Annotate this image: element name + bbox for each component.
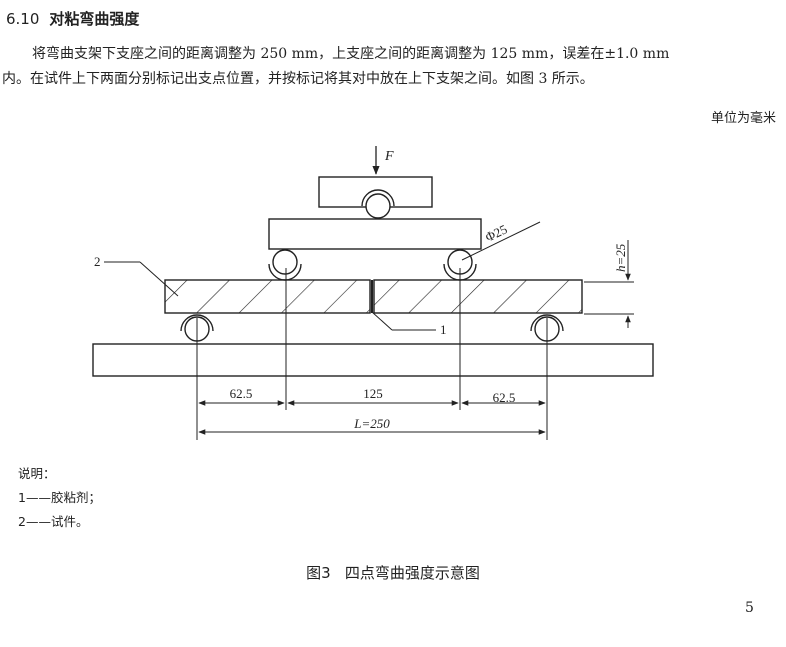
paragraph-line-1: 将弯曲支架下支座之间的距离调整为 250 mm，上支座之间的距离调整为 125 … — [32, 46, 670, 62]
body-paragraph: 将弯曲支架下支座之间的距离调整为 250 mm，上支座之间的距离调整为 125 … — [2, 42, 780, 92]
figure-title: 四点弯曲强度示意图 — [344, 564, 480, 582]
figure-caption: 图3 四点弯曲强度示意图 — [0, 562, 786, 583]
load-roller — [365, 193, 391, 219]
upper-roller-left — [272, 249, 298, 275]
legend: 说明： 1——胶粘剂； 2——试件。 — [18, 462, 101, 534]
section-title: 对粘弯曲强度 — [49, 10, 140, 28]
page-number: 5 — [745, 600, 754, 616]
height-label: h=25 — [613, 243, 628, 272]
dim-total: L=250 — [353, 416, 390, 431]
upper-support-beam — [268, 218, 482, 250]
dim-right: 62.5 — [493, 390, 516, 405]
diameter-label: Φ25 — [483, 221, 510, 244]
specimen-left-half — [164, 279, 371, 314]
callout-2: 2 — [94, 254, 101, 269]
figure-number: 图3 — [306, 564, 331, 582]
callout-1: 1 — [440, 322, 447, 337]
section-heading: 6.10 对粘弯曲强度 — [6, 8, 139, 29]
legend-item-specimen: 2——试件。 — [18, 514, 89, 529]
legend-item-adhesive: 1——胶粘剂； — [18, 490, 101, 505]
unit-note: 单位为毫米 — [710, 111, 776, 126]
base-plate — [92, 343, 654, 377]
legend-heading: 说明： — [18, 466, 56, 481]
specimen-right-half — [373, 279, 583, 314]
dim-middle: 125 — [363, 386, 383, 401]
force-label: F — [384, 149, 394, 164]
dim-left: 62.5 — [230, 386, 253, 401]
section-number: 6.10 — [6, 10, 40, 28]
paragraph-line-2: 内。在试件上下两面分别标记出支点位置，并按标记将其对中放在上下支架之间。如图 3… — [2, 71, 594, 87]
